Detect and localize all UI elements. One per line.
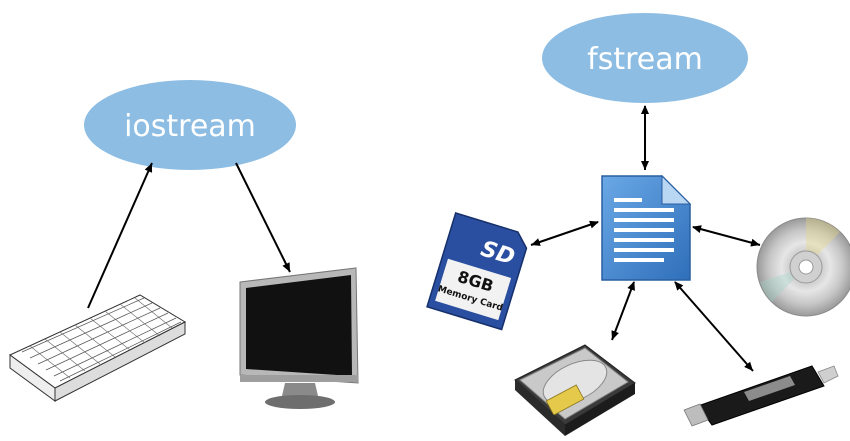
fstream-label: fstream	[587, 42, 703, 77]
fstream-node: fstream	[542, 13, 748, 103]
iostream-node: iostream	[84, 80, 296, 170]
document-icon	[601, 174, 692, 281]
document-usb-arrow	[674, 281, 754, 372]
iostream-to-monitor-arrow	[235, 162, 291, 273]
hard-drive-icon	[514, 344, 636, 436]
keyboard-icon	[9, 294, 187, 402]
usb-drive-icon	[683, 365, 839, 427]
iostream-label: iostream	[124, 109, 256, 144]
sd-card-icon: SD 8GB Memory Card	[426, 212, 528, 331]
document-cd-arrow	[692, 225, 761, 247]
cd-icon	[756, 217, 850, 317]
document-harddrive-arrow	[611, 281, 635, 341]
document-sdcard-arrow	[530, 220, 599, 246]
keyboard-to-iostream-arrow	[87, 162, 153, 309]
monitor-icon	[239, 267, 359, 409]
